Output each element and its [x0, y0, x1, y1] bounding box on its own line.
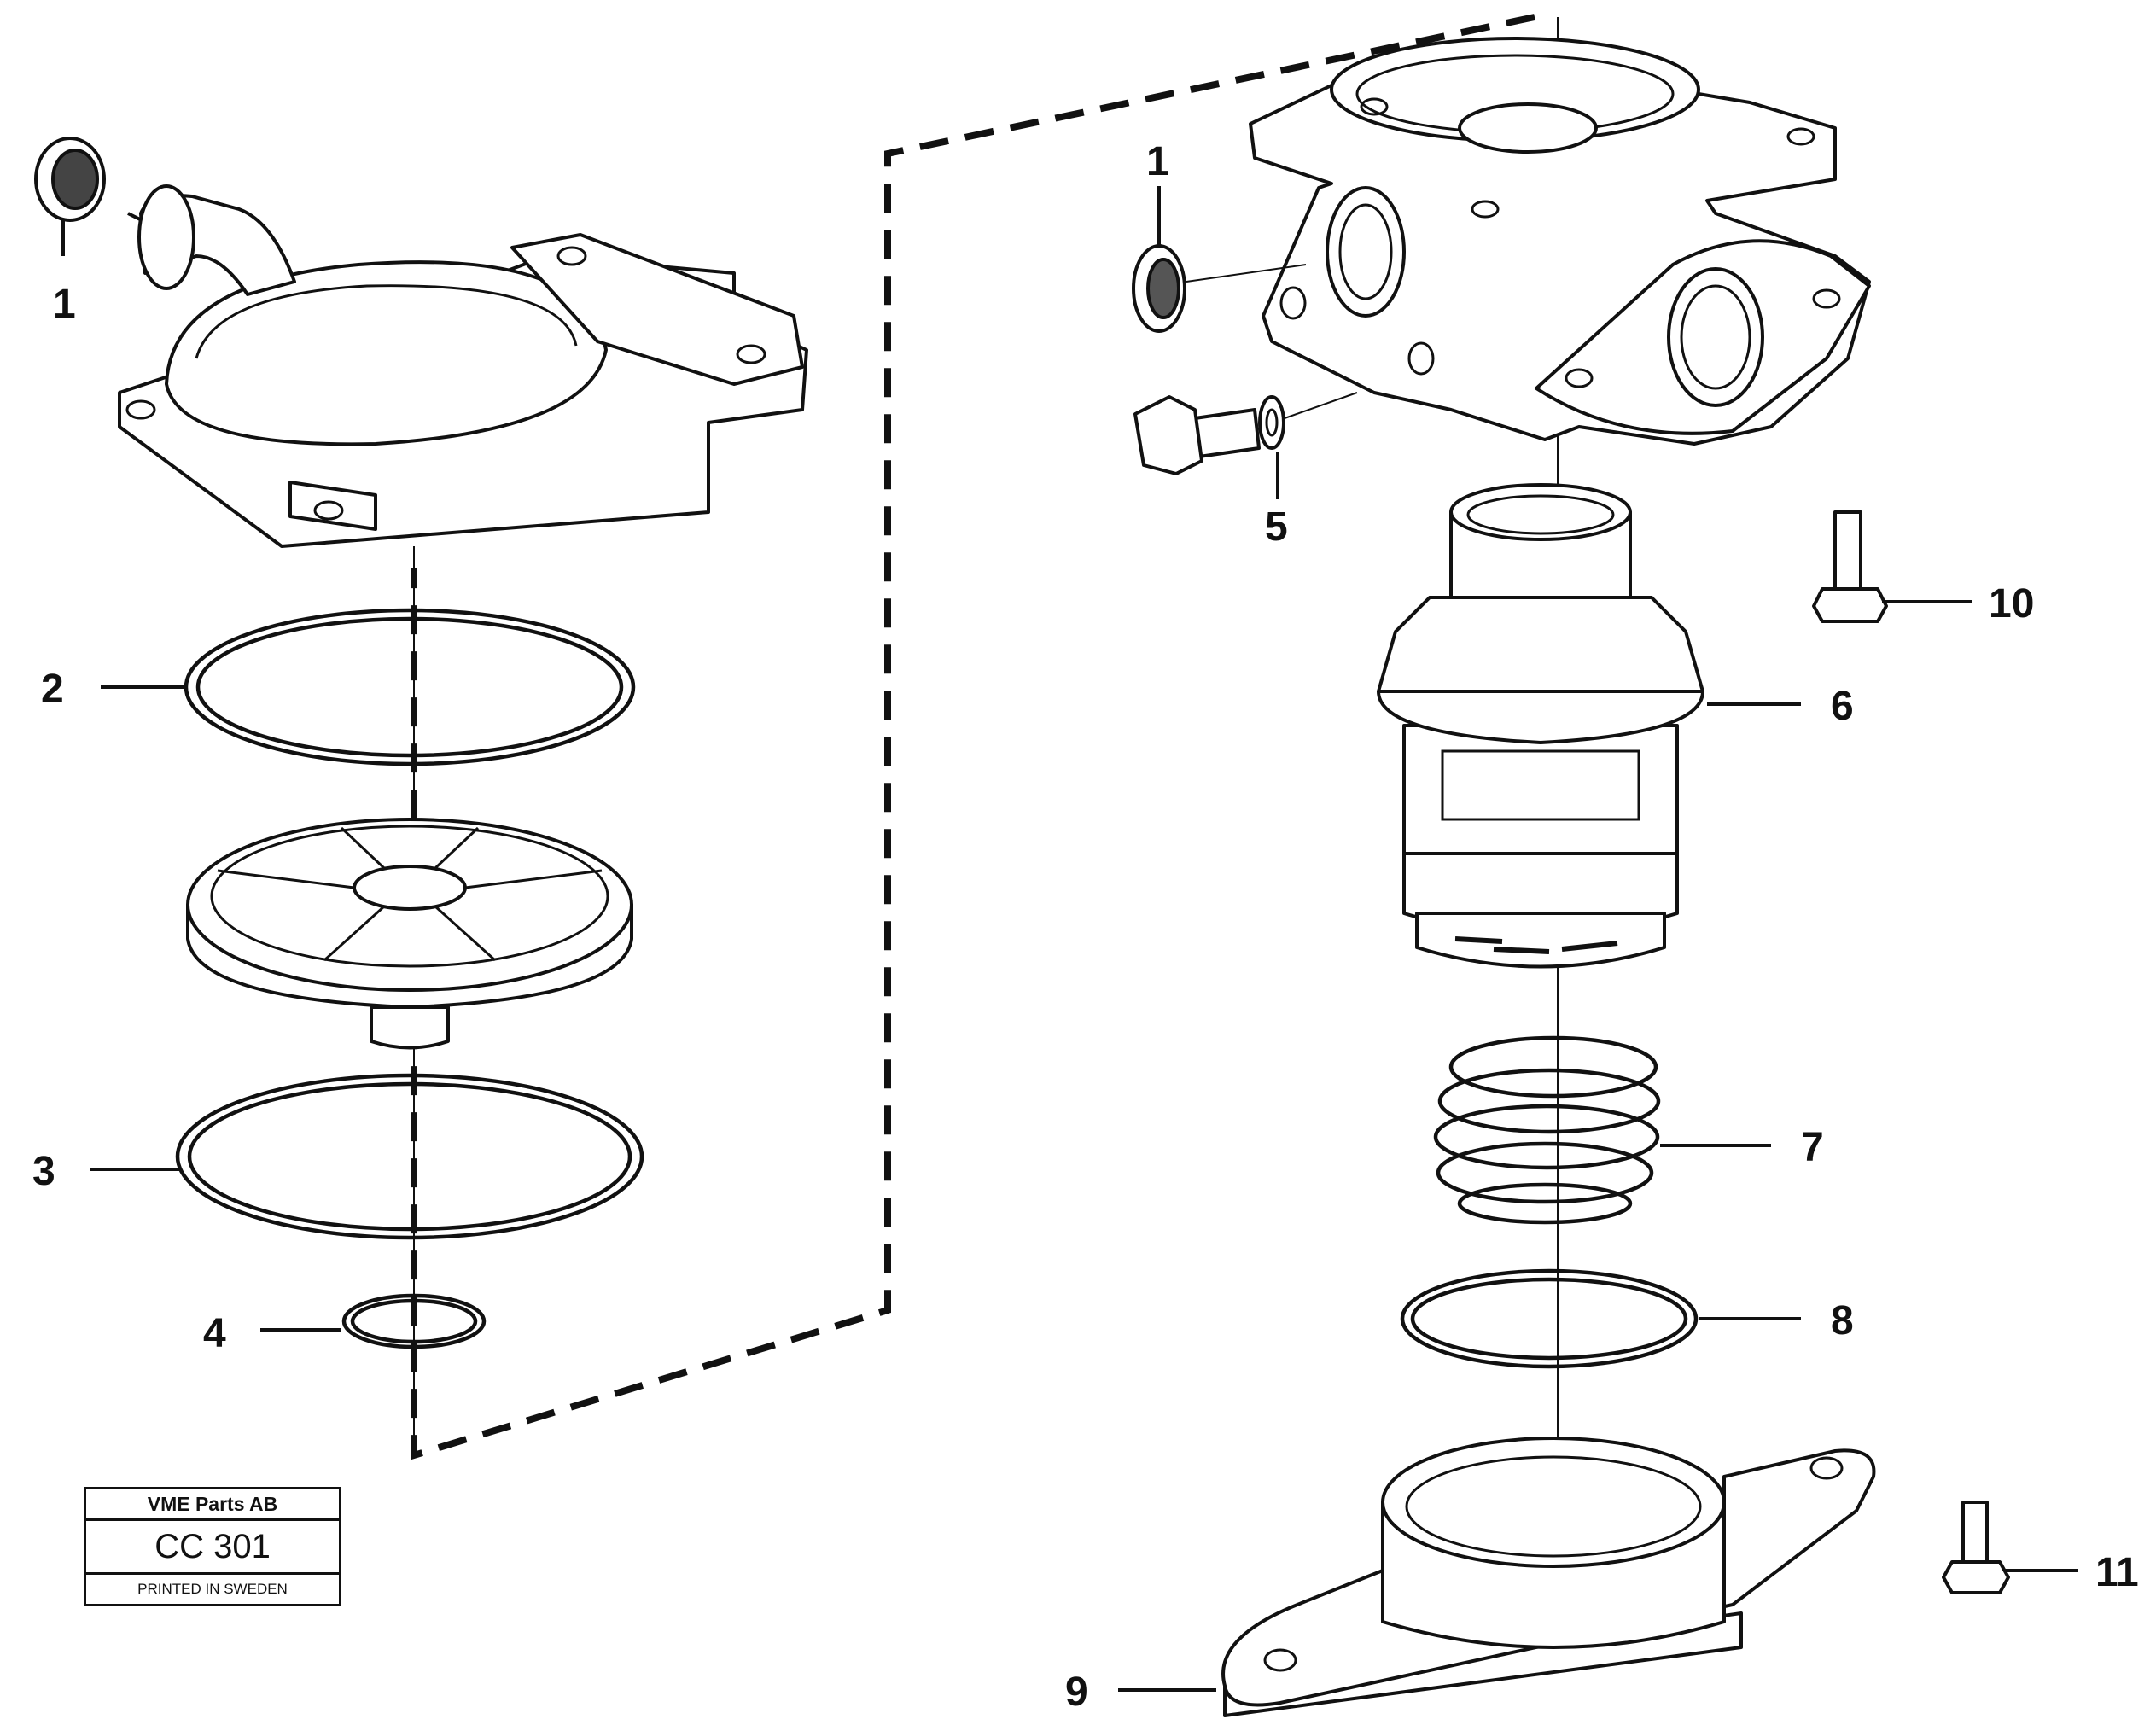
valve-body-housing	[1249, 37, 1871, 446]
callout-7: 7	[1801, 1125, 1824, 1170]
right-strainer-screen	[1132, 186, 1307, 333]
valve-spring	[1433, 1035, 1771, 1225]
small-seal-ring	[260, 1293, 487, 1349]
filter-cover-housing	[118, 184, 808, 548]
callout-2: 2	[41, 667, 64, 712]
stamp-code: CC 301	[86, 1521, 339, 1575]
callout-8: 8	[1831, 1298, 1854, 1343]
bolt-11	[1942, 1501, 2078, 1594]
callout-3: 3	[32, 1149, 55, 1194]
bottom-o-ring	[1400, 1268, 1801, 1369]
callout-1-right: 1	[1146, 139, 1169, 184]
bolt-10	[1812, 510, 1972, 623]
plug-bolt-with-washer	[1133, 392, 1358, 499]
callout-4: 4	[203, 1311, 226, 1356]
medium-o-ring	[90, 1073, 644, 1240]
large-o-ring	[101, 608, 636, 766]
callout-11: 11	[2095, 1550, 2139, 1595]
callout-9: 9	[1065, 1670, 1088, 1715]
title-stamp: VME Parts AB CC 301 PRINTED IN SWEDEN	[84, 1487, 341, 1606]
stamp-company: VME Parts AB	[86, 1489, 339, 1521]
callout-5: 5	[1265, 504, 1288, 550]
filter-insert-element	[186, 818, 633, 1050]
callout-6: 6	[1831, 684, 1854, 729]
callout-10: 10	[1989, 581, 2034, 626]
stamp-printed: PRINTED IN SWEDEN	[137, 1581, 288, 1597]
bottom-flange-cover	[1118, 1437, 1876, 1717]
left-strainer-screen	[34, 137, 163, 256]
valve-piston-insert	[1377, 483, 1801, 969]
callout-1-left: 1	[53, 282, 76, 327]
